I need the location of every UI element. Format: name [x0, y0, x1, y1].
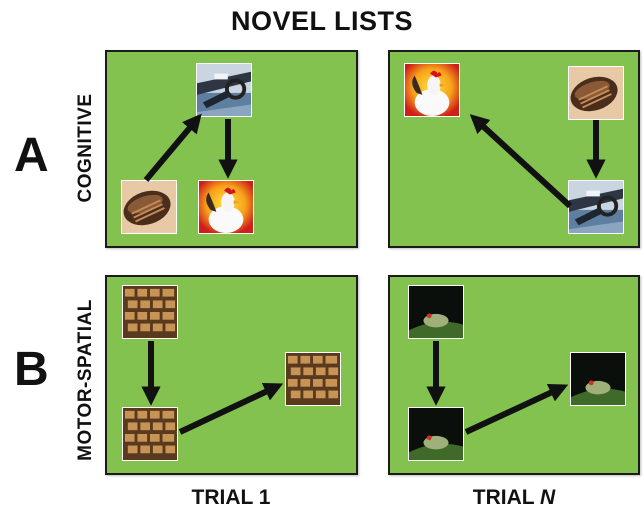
trial-1-prefix: TRIAL: [191, 486, 259, 509]
frog-image: [570, 352, 626, 406]
keyboard-image: [122, 285, 178, 339]
column-label-trial-n: TRIAL N: [404, 486, 624, 510]
bike-parts-image: [568, 180, 624, 234]
trial-n-prefix: TRIAL: [472, 486, 541, 509]
row-a-letter: A: [14, 129, 49, 182]
column-label-trial-1: TRIAL 1: [121, 486, 341, 510]
trial-n-letter: N: [540, 486, 556, 509]
frog-image: [408, 285, 464, 339]
rooster-image: [198, 180, 254, 234]
frog-image: [408, 407, 464, 461]
ocarina-image: [121, 180, 177, 234]
rooster-image: [404, 63, 460, 117]
row-a-label: COGNITIVE: [75, 93, 96, 203]
trial-1-number: 1: [258, 486, 271, 509]
ocarina-image: [568, 66, 624, 120]
keyboard-image: [285, 352, 341, 406]
figure-title: NOVEL LISTS: [230, 6, 414, 36]
bike-parts-image: [196, 63, 252, 117]
row-b-label: MOTOR-SPATIAL: [75, 299, 96, 461]
keyboard-image: [122, 407, 178, 461]
row-b-letter: B: [14, 343, 49, 396]
